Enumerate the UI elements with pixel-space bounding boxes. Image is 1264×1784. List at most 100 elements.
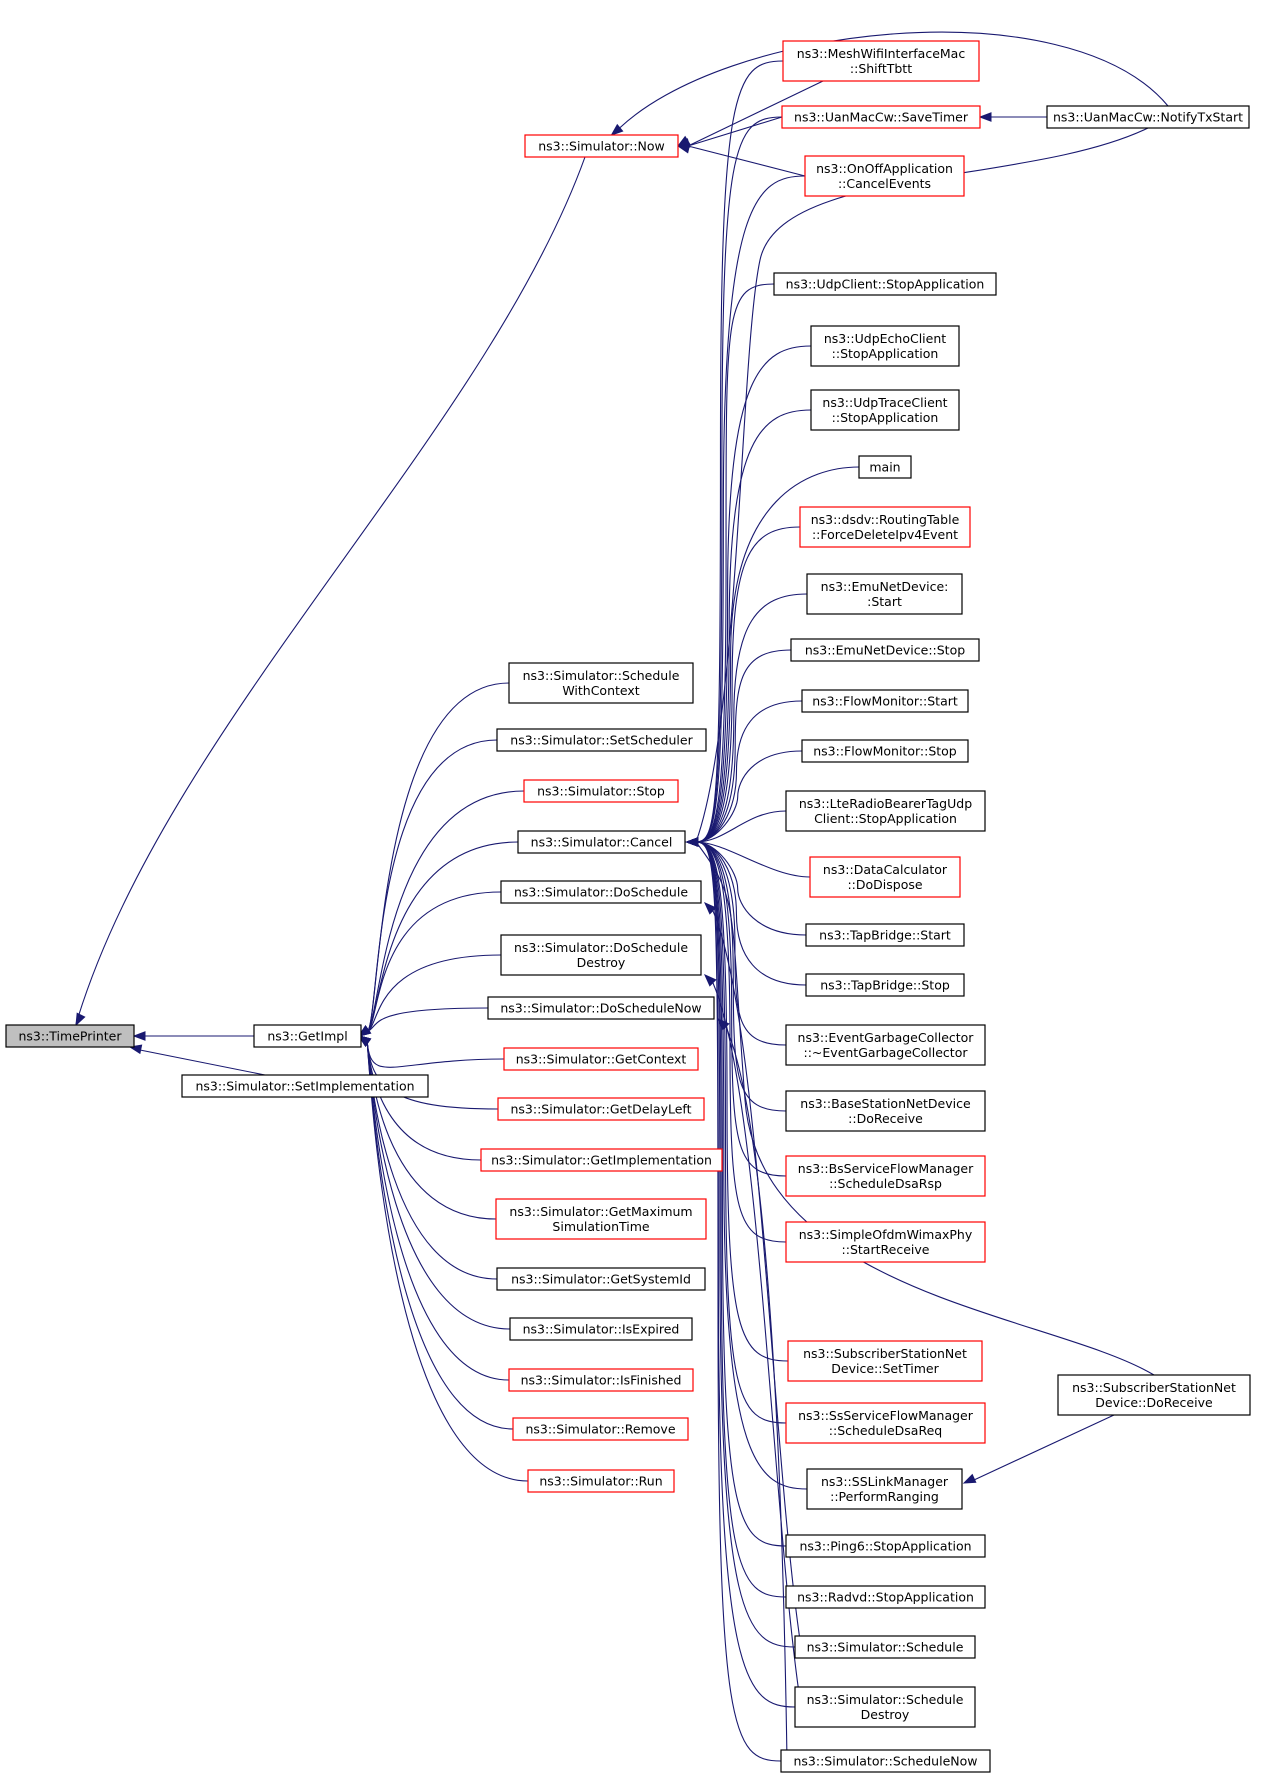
- node-box[interactable]: [508, 1368, 694, 1392]
- node-box[interactable]: [805, 923, 965, 947]
- node-getsystemid[interactable]: ns3::Simulator::GetSystemId: [496, 1267, 706, 1291]
- node-run[interactable]: ns3::Simulator::Run: [527, 1469, 675, 1493]
- node-now[interactable]: ns3::Simulator::Now: [524, 134, 679, 158]
- node-udpclientstop[interactable]: ns3::UdpClient::StopApplication: [773, 272, 997, 296]
- node-uannotifytxstart[interactable]: ns3::UanMacCw::NotifyTxStart: [1046, 105, 1250, 129]
- node-box[interactable]: [508, 662, 694, 704]
- node-box[interactable]: [781, 105, 981, 129]
- node-simpleofdm[interactable]: ns3::SimpleOfdmWimaxPhy::StartReceive: [785, 1221, 986, 1263]
- node-emustart[interactable]: ns3::EmuNetDevice::Start: [806, 573, 963, 615]
- node-box[interactable]: [785, 1534, 986, 1558]
- node-stop[interactable]: ns3::Simulator::Stop: [523, 779, 679, 803]
- node-sslink[interactable]: ns3::SSLinkManager::PerformRanging: [806, 1468, 963, 1510]
- node-getcontext[interactable]: ns3::Simulator::GetContext: [503, 1047, 699, 1071]
- node-box[interactable]: [517, 830, 686, 854]
- node-box[interactable]: [801, 739, 969, 763]
- node-box[interactable]: [804, 155, 965, 197]
- node-box[interactable]: [787, 1340, 983, 1382]
- node-box[interactable]: [780, 1749, 991, 1773]
- node-tapstart[interactable]: ns3::TapBridge::Start: [805, 923, 965, 947]
- node-box[interactable]: [512, 1417, 689, 1441]
- node-box[interactable]: [253, 1024, 362, 1048]
- node-flowstop[interactable]: ns3::FlowMonitor::Stop: [801, 739, 969, 763]
- node-schedulenow[interactable]: ns3::Simulator::ScheduleNow: [780, 1749, 991, 1773]
- node-box[interactable]: [782, 40, 980, 82]
- node-timeprinter[interactable]: ns3::TimePrinter: [5, 1024, 135, 1048]
- node-box[interactable]: [806, 1468, 963, 1510]
- node-basestation[interactable]: ns3::BaseStationNetDevice::DoReceive: [785, 1090, 986, 1132]
- node-setscheduler[interactable]: ns3::Simulator::SetScheduler: [496, 728, 707, 752]
- node-doschedule[interactable]: ns3::Simulator::DoSchedule: [500, 880, 702, 904]
- node-box[interactable]: [527, 1469, 675, 1493]
- node-box[interactable]: [790, 638, 980, 662]
- node-uansavetimer[interactable]: ns3::UanMacCw::SaveTimer: [781, 105, 981, 129]
- node-box[interactable]: [773, 272, 997, 296]
- node-box[interactable]: [785, 1090, 986, 1132]
- node-emustop[interactable]: ns3::EmuNetDevice::Stop: [790, 638, 980, 662]
- node-box[interactable]: [496, 728, 707, 752]
- node-getimplementation[interactable]: ns3::Simulator::GetImplementation: [480, 1148, 723, 1172]
- node-meshshifttbtt[interactable]: ns3::MeshWifiInterfaceMac::ShiftTbtt: [782, 40, 980, 82]
- node-box[interactable]: [495, 1198, 707, 1240]
- node-box[interactable]: [1057, 1374, 1251, 1416]
- node-box[interactable]: [785, 1402, 986, 1444]
- node-box[interactable]: [523, 779, 679, 803]
- node-box[interactable]: [794, 1635, 976, 1659]
- node-main[interactable]: main: [858, 455, 912, 479]
- node-ping6[interactable]: ns3::Ping6::StopApplication: [785, 1534, 986, 1558]
- node-getdelayleft[interactable]: ns3::Simulator::GetDelayLeft: [497, 1097, 705, 1121]
- node-onoffcancel[interactable]: ns3::OnOffApplication::CancelEvents: [804, 155, 965, 197]
- node-box[interactable]: [497, 1097, 705, 1121]
- node-box[interactable]: [524, 134, 679, 158]
- node-box[interactable]: [509, 1317, 693, 1341]
- node-isfinished[interactable]: ns3::Simulator::IsFinished: [508, 1368, 694, 1392]
- node-flowstart[interactable]: ns3::FlowMonitor::Start: [801, 689, 969, 713]
- node-cancel[interactable]: ns3::Simulator::Cancel: [517, 830, 686, 854]
- node-box[interactable]: [500, 880, 702, 904]
- node-bsservice[interactable]: ns3::BsServiceFlowManager::ScheduleDsaRs…: [785, 1155, 986, 1197]
- node-box[interactable]: [858, 455, 912, 479]
- node-lteradio[interactable]: ns3::LteRadioBearerTagUdpClient::StopApp…: [785, 790, 986, 832]
- node-setimplementation[interactable]: ns3::Simulator::SetImplementation: [181, 1074, 429, 1098]
- node-schedule[interactable]: ns3::Simulator::Schedule: [794, 1635, 976, 1659]
- node-tapstop[interactable]: ns3::TapBridge::Stop: [805, 973, 965, 997]
- node-box[interactable]: [785, 1585, 986, 1609]
- node-box[interactable]: [503, 1047, 699, 1071]
- node-doschedulenow[interactable]: ns3::Simulator::DoScheduleNow: [487, 996, 715, 1020]
- node-box[interactable]: [487, 996, 715, 1020]
- node-udptracestop[interactable]: ns3::UdpTraceClient::StopApplication: [810, 389, 960, 431]
- node-box[interactable]: [785, 790, 986, 832]
- node-dsdvforce[interactable]: ns3::dsdv::RoutingTable::ForceDeleteIpv4…: [799, 506, 971, 548]
- node-box[interactable]: [785, 1221, 986, 1263]
- node-isexpired[interactable]: ns3::Simulator::IsExpired: [509, 1317, 693, 1341]
- node-box[interactable]: [480, 1148, 723, 1172]
- node-box[interactable]: [799, 506, 971, 548]
- node-box[interactable]: [810, 325, 960, 367]
- node-remove[interactable]: ns3::Simulator::Remove: [512, 1417, 689, 1441]
- node-radvd[interactable]: ns3::Radvd::StopApplication: [785, 1585, 986, 1609]
- node-subsettimer[interactable]: ns3::SubscriberStationNetDevice::SetTime…: [787, 1340, 983, 1382]
- node-box[interactable]: [801, 689, 969, 713]
- node-box[interactable]: [806, 573, 963, 615]
- node-box[interactable]: [496, 1267, 706, 1291]
- node-box[interactable]: [181, 1074, 429, 1098]
- node-box[interactable]: [500, 934, 702, 976]
- node-getimpl[interactable]: ns3::GetImpl: [253, 1024, 362, 1048]
- node-ssservice[interactable]: ns3::SsServiceFlowManager::ScheduleDsaRe…: [785, 1402, 986, 1444]
- node-box[interactable]: [809, 856, 961, 898]
- node-eventgc[interactable]: ns3::EventGarbageCollector::~EventGarbag…: [785, 1024, 986, 1066]
- node-subdoreceive[interactable]: ns3::SubscriberStationNetDevice::DoRecei…: [1057, 1374, 1251, 1416]
- node-box[interactable]: [810, 389, 960, 431]
- node-box[interactable]: [785, 1024, 986, 1066]
- node-box[interactable]: [805, 973, 965, 997]
- node-box[interactable]: [794, 1686, 976, 1728]
- node-datacalc[interactable]: ns3::DataCalculator::DoDispose: [809, 856, 961, 898]
- node-box[interactable]: [785, 1155, 986, 1197]
- node-box[interactable]: [1046, 105, 1250, 129]
- node-box[interactable]: [5, 1024, 135, 1048]
- node-udpechostop[interactable]: ns3::UdpEchoClient::StopApplication: [810, 325, 960, 367]
